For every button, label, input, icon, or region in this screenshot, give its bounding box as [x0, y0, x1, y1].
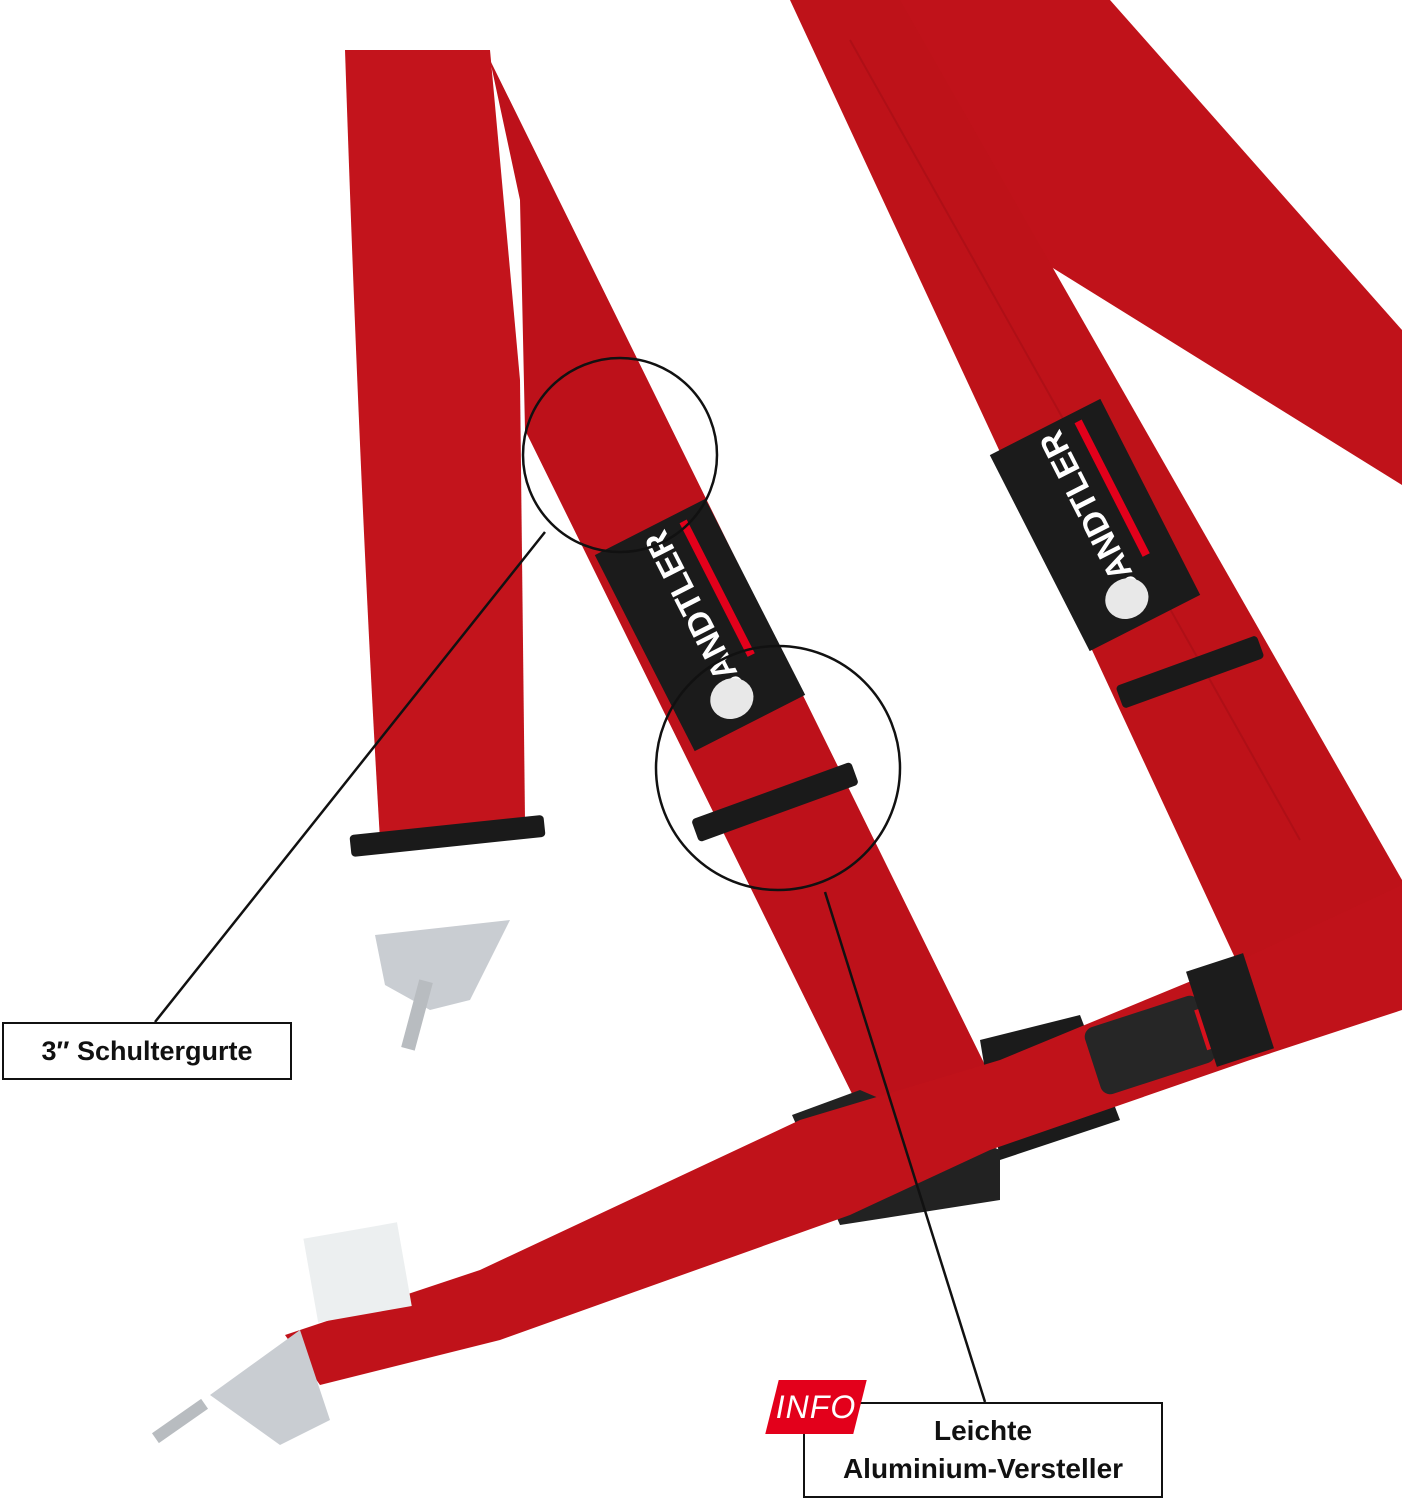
callout-line-adjuster: [823, 891, 987, 1403]
certification-tag: [303, 1222, 412, 1323]
adjuster-label: Leichte Aluminium-Versteller: [803, 1402, 1163, 1498]
buckle: [1084, 995, 1216, 1095]
adjuster-label-line2: Aluminium-Versteller: [842, 1453, 1124, 1484]
shoulder-adjuster-left: [692, 762, 858, 842]
shoulder-adjuster-right: [1116, 636, 1264, 708]
logo-patch-left: SANDTLER: [594, 498, 806, 752]
callout-circle-strap: [521, 356, 719, 554]
left-shoulder-strap: [345, 50, 525, 840]
adjuster-label-line1: Leichte: [933, 1415, 1033, 1446]
lap-snap-hook: [210, 1330, 330, 1445]
callout-line-strap: [154, 531, 546, 1023]
left-snap-hook: [375, 920, 510, 1010]
left-strap-adjuster: [349, 815, 546, 857]
info-badge: INFO: [765, 1380, 867, 1434]
info-badge-text: INFO: [775, 1389, 857, 1425]
callout-circle-adjuster: [654, 644, 902, 892]
lap-belt: [285, 885, 1402, 1385]
right-shoulder-strap-branch: [880, 0, 1402, 485]
logo-patch-right: SANDTLER: [989, 398, 1201, 652]
shoulder-straps-label: 3″ Schultergurte: [2, 1022, 292, 1080]
